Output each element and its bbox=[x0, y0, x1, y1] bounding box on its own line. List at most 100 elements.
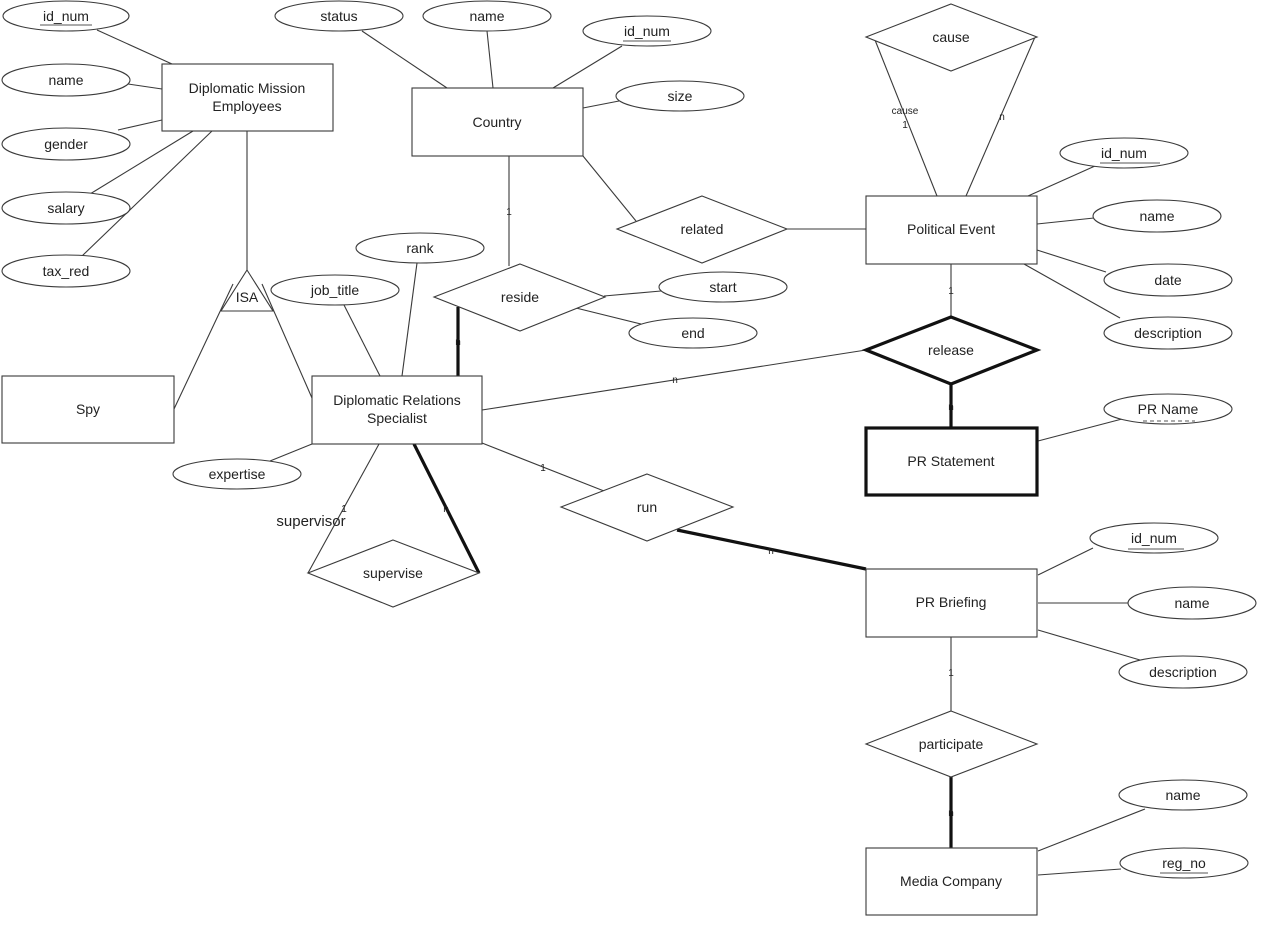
entity-label: Political Event bbox=[907, 221, 995, 237]
connectors bbox=[81, 29, 1146, 876]
attribute-pe-date: date bbox=[1103, 263, 1233, 297]
attribute-label: size bbox=[668, 88, 693, 104]
attribute-label: PR Name bbox=[1138, 401, 1199, 417]
cardinality-supervise-right: n bbox=[443, 504, 449, 515]
attribute-pe-name: name bbox=[1092, 199, 1222, 233]
entity-label: PR Statement bbox=[907, 453, 994, 469]
attribute-label: expertise bbox=[209, 466, 266, 482]
line-dme-salary bbox=[89, 130, 194, 195]
line-country-size bbox=[582, 100, 620, 109]
line-prb-desc bbox=[1037, 629, 1141, 661]
attribute-label: date bbox=[1154, 272, 1181, 288]
attribute-dme-name: name bbox=[1, 63, 131, 97]
attribute-label: rank bbox=[406, 240, 434, 256]
cardinality-drs-reside: n bbox=[455, 337, 461, 348]
cardinality-drs-release: n bbox=[672, 375, 678, 386]
line-dme-taxred bbox=[81, 130, 213, 257]
relationship-cause: cause bbox=[864, 3, 1039, 72]
relationship-participate: participate bbox=[864, 710, 1039, 778]
attribute-label: tax_red bbox=[43, 263, 90, 279]
attributes: id_num name gender salary tax_red status… bbox=[1, 0, 1257, 879]
line-drs-run bbox=[481, 442, 605, 492]
attribute-country-size: size bbox=[615, 80, 745, 112]
line-cause-right bbox=[965, 36, 1036, 197]
attribute-country-status: status bbox=[274, 0, 404, 32]
cardinality-supervise-left: 1 bbox=[341, 504, 347, 515]
line-drs-jobtitle bbox=[343, 304, 381, 377]
attribute-dme-tax-red: tax_red bbox=[1, 254, 131, 288]
attribute-drs-rank: rank bbox=[355, 232, 485, 264]
isa-triangle: ISA bbox=[219, 268, 275, 312]
attribute-reside-start: start bbox=[658, 271, 788, 303]
entity-spy: Spy bbox=[1, 375, 175, 444]
entity-label: PR Briefing bbox=[916, 594, 987, 610]
cardinality-drs-run: 1 bbox=[540, 463, 546, 474]
line-isa-drs bbox=[261, 283, 313, 399]
attribute-label: id_num bbox=[43, 8, 89, 24]
attribute-label: name bbox=[1174, 595, 1209, 611]
line-dme-name bbox=[127, 83, 163, 90]
entity-media-company: Media Company bbox=[865, 847, 1038, 916]
role-supervisor: supervisor bbox=[276, 513, 345, 530]
attribute-label: status bbox=[320, 8, 357, 24]
line-pe-desc bbox=[1023, 263, 1121, 319]
line-mc-name bbox=[1037, 808, 1146, 852]
attribute-prb-description: description bbox=[1118, 655, 1248, 689]
attribute-prs-pr-name: PR Name bbox=[1103, 393, 1233, 425]
attribute-mc-reg-no: reg_no bbox=[1119, 847, 1249, 879]
relationship-label: reside bbox=[501, 289, 539, 305]
attribute-reside-end: end bbox=[628, 317, 758, 349]
line-reside-start bbox=[603, 290, 662, 297]
line-pe-date bbox=[1036, 249, 1107, 273]
attribute-label: id_num bbox=[1101, 145, 1147, 161]
attribute-label: name bbox=[1165, 787, 1200, 803]
attribute-dme-salary: salary bbox=[1, 191, 131, 225]
cardinality-prb-participate: 1 bbox=[948, 668, 954, 679]
line-drs-expertise bbox=[269, 443, 313, 462]
attribute-label: description bbox=[1134, 325, 1202, 341]
attribute-mc-name: name bbox=[1118, 779, 1248, 811]
line-country-name bbox=[486, 30, 494, 89]
line-country-related bbox=[582, 155, 637, 222]
relationship-label: participate bbox=[919, 736, 984, 752]
attribute-label: job_title bbox=[310, 282, 359, 298]
line-pe-name bbox=[1036, 217, 1095, 225]
relationship-run: run bbox=[559, 473, 735, 542]
relationship-label: cause bbox=[932, 29, 970, 45]
line-drs-release bbox=[481, 349, 867, 411]
entity-country: Country bbox=[411, 87, 584, 157]
attribute-country-name: name bbox=[422, 0, 552, 32]
line-drs-supervise-right bbox=[412, 443, 481, 574]
relationship-supervise: supervise bbox=[306, 539, 481, 608]
attribute-label: salary bbox=[47, 200, 84, 216]
cardinality-prb-run: n bbox=[768, 546, 774, 557]
attribute-label: end bbox=[681, 325, 704, 341]
cardinality-country-reside: 1 bbox=[506, 207, 512, 218]
entity-label: Diplomatic Relations bbox=[333, 392, 461, 408]
entity-pr-briefing: PR Briefing bbox=[865, 568, 1038, 638]
entity-label: Spy bbox=[76, 401, 100, 417]
relationship-related: related bbox=[615, 195, 789, 264]
relationship-label: related bbox=[681, 221, 724, 237]
attribute-label: reg_no bbox=[1162, 855, 1206, 871]
line-prb-id bbox=[1037, 547, 1094, 576]
entity-diplomatic-mission-employees: Diplomatic Mission Employees bbox=[161, 63, 334, 132]
line-prs-prname bbox=[1037, 418, 1123, 442]
attribute-pe-description: description bbox=[1103, 316, 1233, 350]
cardinality-mc-participate: n bbox=[948, 808, 954, 819]
line-run-prb bbox=[676, 528, 867, 571]
line-drs-supervise-left bbox=[307, 443, 380, 574]
line-country-status bbox=[361, 30, 448, 89]
attribute-dme-id-num: id_num bbox=[2, 0, 130, 32]
entity-diplomatic-relations-specialist: Diplomatic Relations Specialist bbox=[311, 375, 483, 445]
relationship-label: run bbox=[637, 499, 657, 515]
attribute-drs-job-title: job_title bbox=[270, 274, 400, 306]
attribute-label: gender bbox=[44, 136, 88, 152]
line-pe-id bbox=[1027, 165, 1096, 197]
relationship-label: release bbox=[928, 342, 974, 358]
relationship-reside: reside bbox=[432, 263, 607, 332]
cardinality-cause-left: 1 bbox=[902, 120, 908, 131]
entity-label: Specialist bbox=[367, 410, 427, 426]
cardinality-cause-role: cause bbox=[892, 106, 919, 117]
entity-label: Media Company bbox=[900, 873, 1002, 889]
